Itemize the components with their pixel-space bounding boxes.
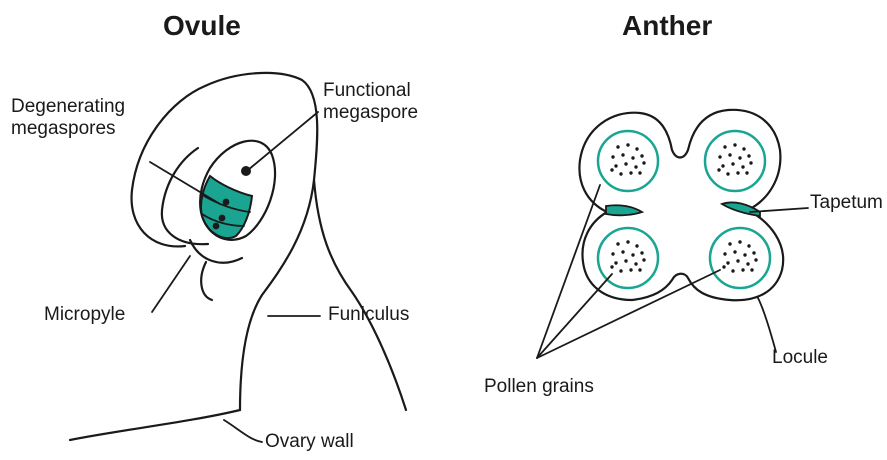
pollen-grain-3-2: [747, 244, 750, 247]
anther-diagram: [537, 110, 808, 358]
pollen-grain-2-13: [610, 265, 613, 268]
pollen-grain-0-4: [621, 153, 624, 156]
ptr-pollen-2: [537, 274, 612, 358]
tapetum-right: [722, 202, 760, 216]
pollen-grain-0-12: [638, 171, 641, 174]
pollen-grain-1-5: [738, 156, 741, 159]
pollen-grain-0-0: [616, 145, 619, 148]
pollen-grain-0-6: [640, 154, 643, 157]
pollen-grain-3-1: [738, 240, 741, 243]
ptr-micropyle: [152, 256, 190, 312]
megaspore-nucleus-1: [223, 199, 230, 206]
pollen-grain-3-12: [750, 268, 753, 271]
label-functional-line1: Functional: [323, 80, 418, 102]
label-ovary-wall: Ovary wall: [265, 431, 354, 453]
ovary-wall: [70, 410, 240, 440]
pollen-grain-3-14: [754, 258, 757, 261]
megaspore-nucleus-2: [219, 215, 226, 222]
label-degenerating-line1: Degenerating: [11, 96, 125, 118]
pollen-grain-1-12: [745, 171, 748, 174]
label-tapetum: Tapetum: [810, 192, 883, 214]
pollen-grain-0-5: [631, 156, 634, 159]
pollen-grain-3-8: [736, 259, 739, 262]
pollen-grain-2-6: [640, 251, 643, 254]
functional-megaspore-nucleus: [241, 166, 251, 176]
pollen-grain-0-11: [629, 171, 632, 174]
pollen-grain-1-0: [723, 145, 726, 148]
pollen-grain-0-8: [624, 162, 627, 165]
label-pollen-grains: Pollen grains: [484, 376, 594, 398]
pollen-grain-3-7: [726, 261, 729, 264]
ptr-ovary-wall: [224, 420, 262, 442]
label-locule: Locule: [772, 347, 828, 369]
pollen-grain-1-6: [747, 154, 750, 157]
label-funiculus: Funiculus: [328, 304, 409, 326]
pollen-grain-0-9: [634, 165, 637, 168]
label-micropyle: Micropyle: [44, 304, 125, 326]
pollen-grain-2-1: [626, 240, 629, 243]
pollen-sac-top-left: [598, 131, 658, 191]
label-functional-megaspore: Functional megaspore: [323, 80, 418, 124]
pollen-grain-1-13: [717, 168, 720, 171]
pollen-grain-2-9: [634, 262, 637, 265]
pollen-grain-3-4: [733, 250, 736, 253]
pollen-sac-bottom-right: [710, 228, 770, 288]
pollen-grain-1-14: [749, 161, 752, 164]
pollen-grain-2-10: [619, 269, 622, 272]
tapetum-left: [606, 205, 642, 215]
pollen-grain-0-14: [642, 161, 645, 164]
pollen-grain-3-5: [743, 253, 746, 256]
label-degenerating-megaspores: Degenerating megaspores: [11, 96, 125, 140]
megaspore-nucleus-3: [213, 223, 220, 230]
pollen-grain-0-3: [611, 155, 614, 158]
pollen-grain-2-4: [621, 250, 624, 253]
pollen-grain-3-11: [741, 268, 744, 271]
pollen-grain-2-11: [629, 268, 632, 271]
pollen-sac-top-right: [705, 131, 765, 191]
pollen-grain-2-7: [614, 261, 617, 264]
pollen-grain-0-7: [614, 164, 617, 167]
outer-integument: [132, 73, 318, 410]
pollen-grain-1-4: [728, 153, 731, 156]
pollen-grain-1-2: [742, 147, 745, 150]
label-degenerating-line2: megaspores: [11, 118, 125, 140]
label-functional-line2: megaspore: [323, 102, 418, 124]
pollen-grain-1-10: [726, 172, 729, 175]
funiculus-wall: [314, 180, 406, 410]
pollen-grain-2-14: [642, 258, 645, 261]
pollen-grain-3-0: [728, 242, 731, 245]
pollen-grain-1-1: [733, 143, 736, 146]
pollen-grain-0-13: [610, 168, 613, 171]
pollen-grain-0-10: [619, 172, 622, 175]
pollen-grain-0-2: [635, 147, 638, 150]
pollen-grain-1-11: [736, 171, 739, 174]
pollen-grain-1-3: [718, 155, 721, 158]
pollen-grain-3-13: [722, 265, 725, 268]
pollen-grain-1-7: [721, 164, 724, 167]
pollen-grain-2-8: [624, 259, 627, 262]
pollen-grain-2-2: [635, 244, 638, 247]
pollen-grain-3-10: [731, 269, 734, 272]
pollen-grain-3-9: [746, 262, 749, 265]
pollen-grain-0-1: [626, 143, 629, 146]
pollen-grain-2-0: [616, 242, 619, 245]
chalaza-base: [201, 262, 212, 300]
pollen-grain-1-9: [741, 165, 744, 168]
pollen-grain-3-3: [723, 252, 726, 255]
pollen-grain-1-8: [731, 162, 734, 165]
pollen-grain-2-3: [611, 252, 614, 255]
ptr-locule: [758, 298, 776, 352]
ptr-tapetum: [750, 208, 808, 212]
pollen-grain-2-12: [638, 268, 641, 271]
pollen-grain-2-5: [631, 253, 634, 256]
pollen-grain-3-6: [752, 251, 755, 254]
